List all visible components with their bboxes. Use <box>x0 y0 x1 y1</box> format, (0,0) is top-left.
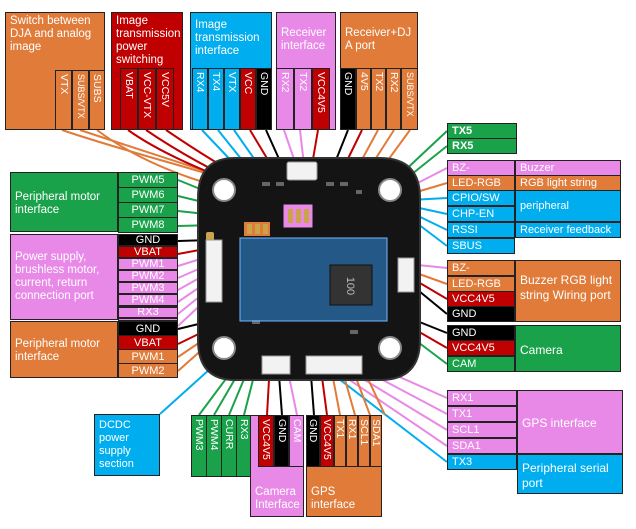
pin-rx1-bottom: RX1 <box>346 415 358 467</box>
pin-sbus: SBUS <box>447 238 515 254</box>
label-rgb-string: RGB light string <box>515 175 621 191</box>
pin-pwm1: PWM1 <box>118 258 178 270</box>
pin-vtx-2: VTX <box>224 68 240 130</box>
gps-box: GPS interface <box>517 390 623 454</box>
gps-interface-caption: GPS interface <box>311 486 356 511</box>
pin-vcc: VCC <box>240 68 256 130</box>
pin-led-rgb-2: LED-RGB <box>447 276 515 292</box>
motor-top-box: Peripheral motor interface <box>10 172 118 232</box>
pin-pwm4-bottom: PWM4 <box>206 415 222 477</box>
pin-rx1: RX1 <box>447 390 517 406</box>
pin-cpio-sw: CPIO/SW <box>447 190 515 206</box>
pin-gnd-camera: GND <box>447 325 515 341</box>
pin-sda1-bottom: SDA1 <box>370 415 382 467</box>
buzzer-port-caption: Buzzer RGB light string Wiring port <box>520 273 613 302</box>
motor-top-caption: Peripheral motor interface <box>15 191 101 216</box>
pin-vbat-power: VBAT <box>118 246 178 258</box>
pin-pwm7: PWM7 <box>118 202 178 218</box>
pin-tx4: TX4 <box>208 68 224 130</box>
dja-switch-caption: Switch between DJA and analog image <box>10 15 92 53</box>
label-peripheral: peripheral <box>515 190 621 222</box>
receiver-dja-caption: Receiver+DJ A port <box>345 27 412 52</box>
pin-gnd-buzzer: GND <box>447 306 515 322</box>
pin-sda1: SDA1 <box>447 438 517 454</box>
pin-gnd-motor: GND <box>118 321 178 336</box>
pin-bz: BZ- <box>447 160 515 176</box>
gps-caption: GPS interface <box>522 416 597 430</box>
inductor-marking: 100 <box>344 277 356 295</box>
pin-rssi: RSSI <box>447 222 515 238</box>
pin-chp-en: CHP-EN <box>447 206 515 222</box>
image-power-caption: Image transmission power switching <box>116 15 181 66</box>
pin-rx5: RX5 <box>447 138 517 154</box>
serial-caption: Peripheral serial port <box>522 461 609 490</box>
pin-pwm1-motor: PWM1 <box>118 349 178 364</box>
label-receiver-feedback: Receiver feedback <box>515 222 621 238</box>
pin-vtx: VTX <box>55 70 72 130</box>
camera-caption: Camera <box>520 343 563 357</box>
buzzer-port-box: Buzzer RGB light string Wiring port <box>515 260 621 322</box>
pin-pwm2-motor: PWM2 <box>118 363 178 378</box>
pin-divider <box>118 306 178 308</box>
pin-vcc4v5-top: VCC4V5 <box>312 68 330 130</box>
pin-rx2: RX2 <box>276 68 294 130</box>
pin-pwm3: PWM3 <box>118 282 178 294</box>
pin-vbat-top: VBAT <box>120 68 138 130</box>
power-caption: Power supply, brushless motor, current, … <box>15 251 100 302</box>
pin-gnd-gps-bottom: GND <box>306 415 320 467</box>
label-buzzer: Buzzer <box>515 160 621 176</box>
pin-cam: CAM <box>447 356 515 372</box>
pin-cam-bottom: CAM <box>289 415 304 467</box>
motor-bottom-box: Peripheral motor interface <box>10 321 118 378</box>
camera-box: Camera <box>515 325 621 372</box>
pin-tx1-bottom: TX1 <box>334 415 346 467</box>
pin-curr-bottom: CURR <box>221 415 237 477</box>
flight-controller-board: 100 <box>197 157 421 381</box>
pin-vcc4v5-camera: VCC4V5 <box>447 340 515 356</box>
pin-subs: SUBS <box>89 70 105 130</box>
pin-subs-vtx-dja: SUBS/VTX <box>401 68 418 130</box>
pin-vcc4v5-cam-bottom: VCC4V5 <box>258 415 274 467</box>
pin-tx2-dja: TX2 <box>371 68 386 130</box>
pin-gnd-top: GND <box>256 68 272 130</box>
motor-bottom-caption: Peripheral motor interface <box>15 338 101 363</box>
pin-pwm8: PWM8 <box>118 217 178 233</box>
pin-gnd-cam-bottom: GND <box>274 415 289 467</box>
pin-pwm3-bottom: PWM3 <box>191 415 207 477</box>
pin-scl1: SCL1 <box>447 422 517 438</box>
pin-vbat-motor: VBAT <box>118 335 178 350</box>
pin-scl1-bottom: SCL1 <box>358 415 370 467</box>
pin-tx1: TX1 <box>447 406 517 422</box>
pin-pwm5: PWM5 <box>118 172 178 188</box>
receiver-caption: Receiver interface <box>281 27 327 52</box>
pin-bz-2: BZ- <box>447 260 515 276</box>
pin-gnd-dja: GND <box>340 68 356 130</box>
pin-tx5: TX5 <box>447 123 517 139</box>
dcdc-caption: DCDC power supply section <box>99 419 134 470</box>
pin-led-rgb: LED-RGB <box>447 175 515 191</box>
pin-4v5: 4V5 <box>356 68 371 130</box>
pin-tx2: TX2 <box>294 68 312 130</box>
dcdc-box: DCDC power supply section <box>94 414 160 476</box>
power-box: Power supply, brushless motor, current, … <box>10 234 118 320</box>
pin-vcc4v5-buzzer: VCC4V5 <box>447 291 515 307</box>
pin-gnd-power: GND <box>118 234 178 246</box>
pin-pwm6: PWM6 <box>118 187 178 203</box>
image-tx-caption: Image transmission interface <box>195 19 260 57</box>
pin-tx3: TX3 <box>447 454 517 470</box>
pin-rx2-dja: RX2 <box>386 68 401 130</box>
pin-vcc-vtx: VCC-VTX <box>138 68 156 130</box>
camera-interface-caption: Camera Interface <box>255 486 300 511</box>
pin-rx4: RX4 <box>192 68 208 130</box>
serial-box: Peripheral serial port <box>517 454 623 494</box>
pin-subs-vtx: SUBS/VTX <box>72 70 89 130</box>
pin-curr-spacer <box>118 318 178 321</box>
pin-pwm2: PWM2 <box>118 270 178 282</box>
pin-vcc4v5-gps-bottom: VCC4V5 <box>320 415 334 467</box>
pin-pwm4: PWM4 <box>118 294 178 306</box>
pin-vcc5v: VCC5V <box>156 68 174 130</box>
